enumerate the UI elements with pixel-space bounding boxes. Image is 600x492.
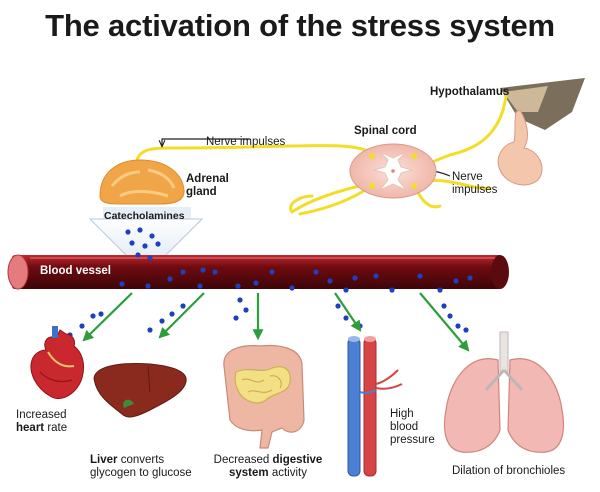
molecule-dot [155,241,161,247]
molecule-dot [159,318,165,324]
spinal-cord-illustration [349,143,437,199]
molecule-dot [98,311,104,317]
spinal-cord-label: Spinal cord [354,125,417,137]
diagram-title: The activation of the stress system [45,8,555,43]
molecule-dot [335,303,341,309]
adrenal-gland-label: Adrenal gland [186,173,229,198]
molecule-dot [237,297,243,303]
molecule-dot [197,283,203,289]
molecule-dot [455,323,461,329]
liver-illustration [93,363,187,418]
blood-vessels-illustration [347,336,403,477]
molecule-dot [200,267,206,273]
molecule-dot [169,311,175,317]
molecule-dot [180,303,186,309]
molecule-dot [145,283,151,289]
liver-effect-label: Liver converts glycogen to glucose [90,454,192,479]
molecule-dot [253,280,259,286]
molecule-dot [79,323,85,329]
molecule-dot [352,275,358,281]
catecholamines-label: Catecholamines [104,210,185,222]
molecule-dot [467,275,473,281]
nerve-impulses-top-label: Nerve impulses [206,136,286,148]
blood-vessel-label: Blood vessel [40,265,111,277]
molecule-dot [463,327,469,333]
molecule-dot [180,269,186,275]
molecule-dot [441,303,447,309]
arrow-to-heart [82,292,133,342]
molecule-dot [269,269,275,275]
arrow-to-lungs [419,292,470,352]
nerve-impulses-right-label: Nerve impulses [452,171,498,196]
digestive-effect-label: Decreased digestive system activity [213,454,323,479]
molecule-dot [343,315,349,321]
molecule-dot [233,315,239,321]
molecule-dot [235,283,241,289]
heart-illustration [30,326,85,400]
molecule-dot [147,255,153,261]
arrow-to-liver [158,292,205,339]
lungs-effect-label: Dilation of bronchioles [452,465,566,477]
molecule-dot [343,287,349,293]
intestine-illustration [223,344,305,449]
molecule-dot [289,285,295,291]
molecule-dot [90,313,96,319]
molecule-dot [389,287,395,293]
blood-pressure-effect-label: High blood pressure [390,408,435,446]
molecule-dot [243,307,249,313]
adrenal-gland-illustration [99,159,185,205]
molecule-dot [453,278,459,284]
molecule-dot [417,273,423,279]
molecule-dot [447,313,453,319]
molecule-dot [437,287,443,293]
molecule-dot [313,269,319,275]
molecule-dot [167,276,173,282]
molecule-dot [212,269,218,275]
nerve-arrow-top [162,138,250,146]
molecule-dot [327,278,333,284]
blood-vessel [7,254,509,290]
molecule-dot [119,281,125,287]
molecule-dot [137,227,143,233]
molecule-dot [147,327,153,333]
molecule-dot [135,252,141,258]
molecule-dot [125,229,131,235]
molecule-dot [373,273,379,279]
molecule-dot [142,243,148,249]
hypothalamus-label: Hypothalamus [430,86,510,98]
arrow-to-vessels [334,292,362,332]
lungs-illustration [443,331,565,453]
effect-arrows [82,292,470,352]
hypothalamus-illustration [497,78,585,186]
molecule-dot [129,240,135,246]
molecule-dot [149,233,155,239]
heart-effect-label: Increased heart rate [16,409,68,434]
